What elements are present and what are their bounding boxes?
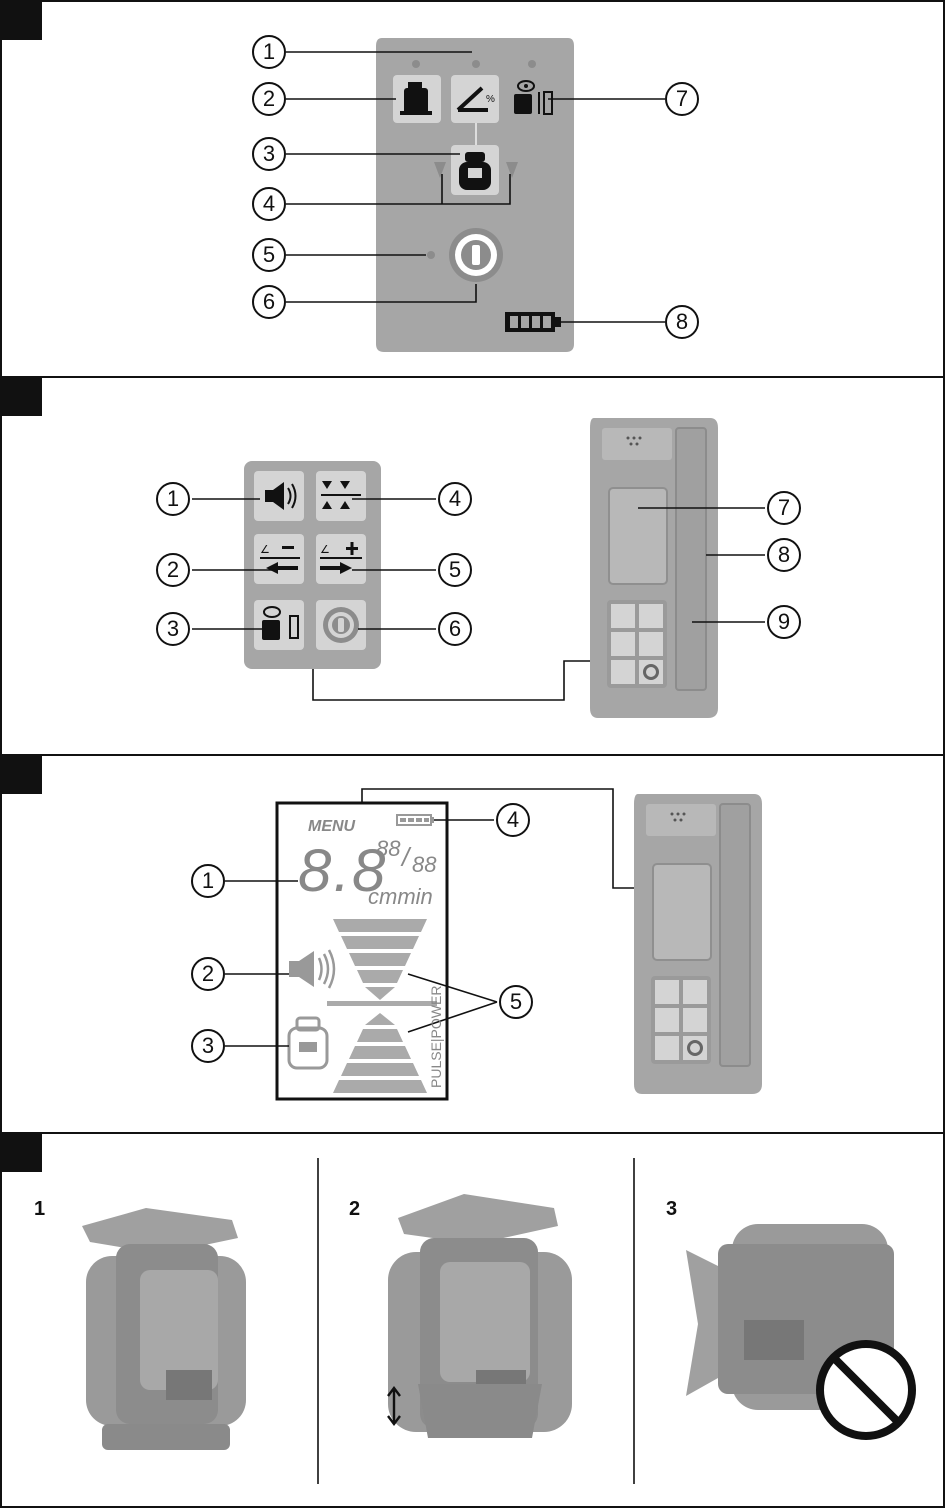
figure-4-panel: 1 2 3 [0,1132,945,1508]
lcd-fraction-slash: / [402,842,409,873]
callout-5: 5 [499,985,533,1019]
callout-2: 2 [252,82,286,116]
callout-1: 1 [252,35,286,69]
callout-1: 1 [191,864,225,898]
laser-upright [82,1208,246,1450]
callout-4: 4 [252,187,286,221]
callout-6: 6 [438,612,472,646]
step-3-label: 3 [666,1198,677,1221]
lcd-menu-label: MENU [308,818,355,836]
callout-5: 5 [252,238,286,272]
svg-text:%: % [486,94,495,105]
callout-8: 8 [665,305,699,339]
lcd-unit: cmmin [368,884,433,910]
laser-raised [388,1194,572,1438]
callout-3: 3 [252,137,286,171]
callout-4: 4 [496,803,530,837]
lcd-mode-text: PULSE|POWER [428,938,444,1088]
callout-1: 1 [156,482,190,516]
svg-text:∠: ∠ [320,544,330,556]
callout-3: 3 [156,612,190,646]
lcd-fraction-bottom: 88 [412,852,436,878]
lcd-fraction-top: 88 [376,836,400,862]
receiver-display-drawing [2,756,947,1136]
callout-2: 2 [191,957,225,991]
callout-6: 6 [252,285,286,319]
svg-text:∠: ∠ [260,544,270,556]
callout-9: 9 [767,605,801,639]
callout-4: 4 [438,482,472,516]
callout-2: 2 [156,553,190,587]
figure-1-panel: % [0,0,945,378]
battery-icon [505,312,561,332]
receiver-keypad-drawing: ∠ ∠ [2,378,947,758]
step-2-label: 2 [349,1198,360,1221]
laser-positions-drawing [2,1134,947,1510]
laser-lying [686,1224,912,1436]
figure-3-panel: MENU 8.8 88 / 88 cmmin PULSE|POWER 1 2 3… [0,754,945,1134]
callout-5: 5 [438,553,472,587]
callout-7: 7 [665,82,699,116]
control-panel-drawing: % [2,2,947,380]
figure-2-panel: ∠ ∠ [0,376,945,756]
callout-8: 8 [767,538,801,572]
callout-3: 3 [191,1029,225,1063]
callout-7: 7 [767,491,801,525]
step-1-label: 1 [34,1198,45,1221]
